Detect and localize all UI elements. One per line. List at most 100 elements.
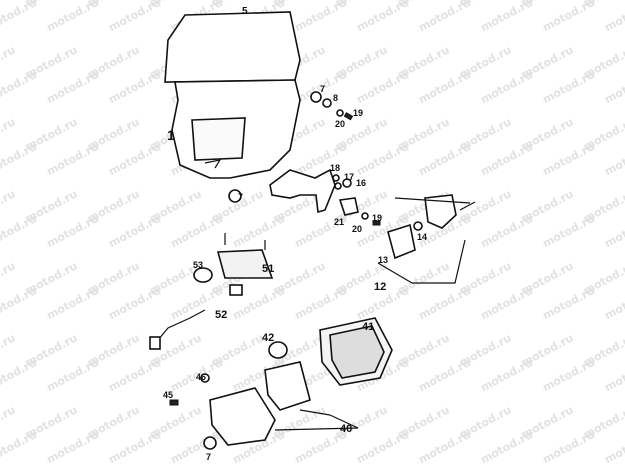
label-7-lower: 7 bbox=[206, 452, 211, 462]
label-40: 40 bbox=[340, 423, 352, 435]
label-12: 12 bbox=[374, 281, 386, 293]
watermark-text: motod.ru bbox=[602, 212, 625, 250]
watermark-text: motod.ru bbox=[0, 356, 39, 394]
watermark-text: motod.ru bbox=[602, 284, 625, 322]
watermark-text: motod.ru bbox=[416, 284, 473, 322]
watermark-text: motod.ru bbox=[0, 331, 18, 369]
watermark-text: motod.ru bbox=[478, 212, 535, 250]
watermark-text: motod.ru bbox=[478, 68, 535, 106]
mounting-bracket bbox=[228, 168, 336, 214]
watermark-text: motod.ru bbox=[0, 187, 18, 225]
label-21: 21 bbox=[334, 217, 344, 227]
watermark-text: motod.ru bbox=[106, 140, 163, 178]
watermark-text: motod.ru bbox=[44, 356, 101, 394]
watermark-text: motod.ru bbox=[478, 0, 535, 34]
watermark-text: motod.ru bbox=[416, 356, 473, 394]
watermark-text: motod.ru bbox=[540, 0, 597, 34]
watermark-text: motod.ru bbox=[478, 428, 535, 466]
watermark-text: motod.ru bbox=[354, 0, 411, 34]
leader-lines bbox=[274, 239, 466, 431]
label-14: 14 bbox=[417, 232, 427, 242]
label-41: 41 bbox=[362, 321, 374, 333]
watermark-text: motod.ru bbox=[0, 140, 39, 178]
watermark-text: motod.ru bbox=[416, 140, 473, 178]
watermark-text: motod.ru bbox=[292, 140, 349, 178]
label-42: 42 bbox=[262, 332, 274, 344]
watermark-text: motod.ru bbox=[44, 0, 101, 34]
watermark-text: motod.ru bbox=[230, 212, 287, 250]
watermark-text: motod.ru bbox=[0, 428, 39, 466]
watermark-text: motod.ru bbox=[168, 428, 225, 466]
watermark-text: motod.ru bbox=[0, 212, 39, 250]
watermark-text: motod.ru bbox=[0, 259, 18, 297]
watermark-text: motod.ru bbox=[540, 212, 597, 250]
watermark-text: motod.ru bbox=[106, 284, 163, 322]
label-19-lower: 19 bbox=[372, 213, 382, 223]
watermark-text: motod.ru bbox=[354, 68, 411, 106]
watermark-text: motod.ru bbox=[0, 284, 39, 322]
watermark-text: motod.ru bbox=[0, 0, 39, 34]
watermark-text: motod.ru bbox=[540, 284, 597, 322]
watermark-text: motod.ru bbox=[416, 68, 473, 106]
watermark-text: motod.ru bbox=[106, 212, 163, 250]
watermark-text: motod.ru bbox=[292, 284, 349, 322]
watermark-text: motod.ru bbox=[44, 284, 101, 322]
watermark-text: motod.ru bbox=[0, 68, 39, 106]
mount-hardware-lower bbox=[332, 174, 381, 226]
watermark-text: motod.ru bbox=[478, 356, 535, 394]
watermark-text: motod.ru bbox=[602, 68, 625, 106]
watermark-text: motod.ru bbox=[44, 68, 101, 106]
watermark-text: motod.ru bbox=[602, 356, 625, 394]
label-13: 13 bbox=[378, 255, 388, 265]
watermark-text: motod.ru bbox=[44, 428, 101, 466]
watermark-text: motod.ru bbox=[106, 68, 163, 106]
label-20-upper: 20 bbox=[335, 119, 345, 129]
label-1: 1 bbox=[167, 127, 175, 143]
watermark-text: motod.ru bbox=[0, 403, 18, 441]
label-45: 45 bbox=[163, 390, 173, 400]
watermark-text: motod.ru bbox=[106, 428, 163, 466]
position-lamp-assembly bbox=[149, 233, 274, 350]
label-53: 53 bbox=[193, 260, 203, 270]
watermark-text: motod.ru bbox=[354, 140, 411, 178]
callout-labels: 5 1 7 8 19 20 7 18 17 16 19 20 21 14 13 … bbox=[163, 6, 427, 462]
watermark-text: motod.ru bbox=[540, 68, 597, 106]
watermark-text: motod.ru bbox=[602, 140, 625, 178]
headlight-fairing bbox=[164, 11, 301, 179]
label-16: 16 bbox=[356, 178, 366, 188]
label-19-upper: 19 bbox=[353, 108, 363, 118]
label-51: 51 bbox=[262, 263, 274, 275]
label-46: 46 bbox=[196, 372, 206, 382]
watermark-text: motod.ru bbox=[44, 140, 101, 178]
label-17: 17 bbox=[344, 172, 354, 182]
watermark-text: motod.ru bbox=[416, 0, 473, 34]
turn-signal-assembly bbox=[387, 194, 476, 260]
watermark-text: motod.ru bbox=[354, 428, 411, 466]
watermark-text: motod.ru bbox=[540, 140, 597, 178]
watermark-text: motod.ru bbox=[478, 140, 535, 178]
watermark-text: motod.ru bbox=[478, 284, 535, 322]
tail-lamp-assembly bbox=[169, 317, 393, 450]
label-52: 52 bbox=[215, 309, 227, 321]
watermark-text: motod.ru bbox=[106, 0, 163, 34]
watermark-text: motod.ru bbox=[0, 43, 18, 81]
label-18: 18 bbox=[330, 163, 340, 173]
watermark-text: motod.ru bbox=[0, 115, 18, 153]
watermark-text: motod.ru bbox=[602, 428, 625, 466]
label-8: 8 bbox=[333, 93, 338, 103]
watermark-text: motod.ru bbox=[602, 0, 625, 34]
watermark-text: motod.ru bbox=[292, 0, 349, 34]
watermark-text: motod.ru bbox=[168, 212, 225, 250]
watermark-text: motod.ru bbox=[540, 356, 597, 394]
watermark-text: motod.ru bbox=[416, 428, 473, 466]
watermark-text: motod.ru bbox=[106, 356, 163, 394]
label-5: 5 bbox=[242, 6, 248, 17]
watermark-text: motod.ru bbox=[44, 212, 101, 250]
mount-hardware-upper bbox=[310, 91, 354, 121]
label-7-middle: 7 bbox=[238, 192, 243, 202]
label-7-upper: 7 bbox=[320, 84, 325, 94]
label-20-lower: 20 bbox=[352, 224, 362, 234]
watermark-text: motod.ru bbox=[540, 428, 597, 466]
